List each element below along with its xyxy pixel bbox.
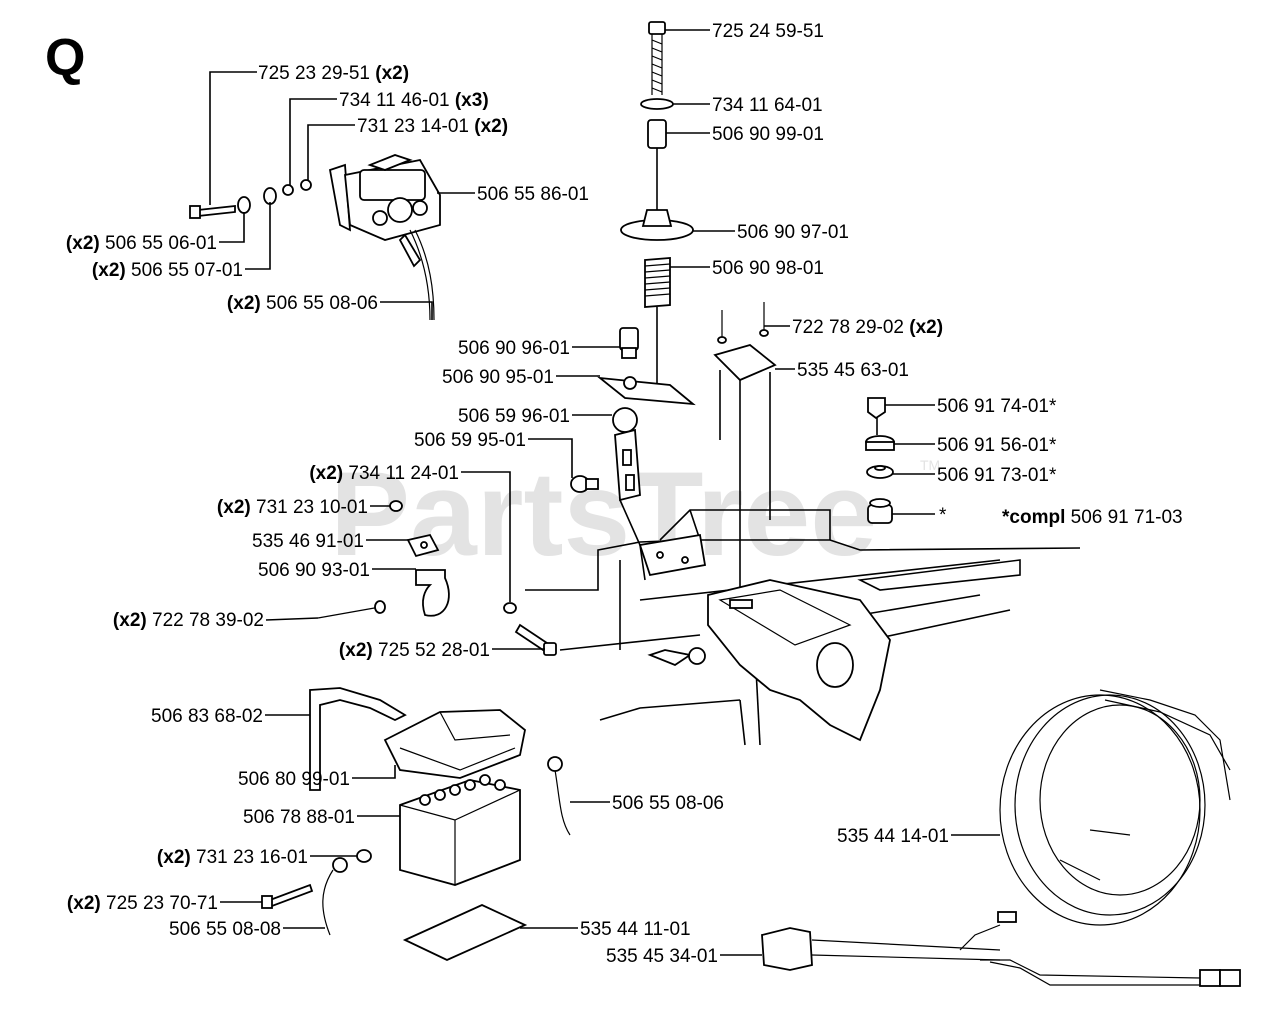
label-l21: 506 91 73-01*: [937, 465, 1057, 486]
label-l34: (x2) 731 23 16-01: [157, 847, 308, 868]
watermark-tm: TM: [920, 457, 940, 473]
label-l20: 506 91 56-01*: [937, 435, 1057, 456]
label-l13: 722 78 29-02 (x2): [792, 317, 943, 338]
bolt-725-24-59-51: [648, 21, 666, 95]
label-l05: (x2) 506 55 06-01: [66, 233, 217, 254]
label-l03: 731 23 14-01 (x2): [357, 116, 508, 137]
label-l29: (x2) 725 52 28-01: [339, 640, 490, 661]
label-l35: (x2) 725 23 70-71: [67, 893, 218, 914]
solenoid-bolt: [189, 179, 312, 219]
cable-506-55-08-08: [322, 857, 348, 936]
label-l16: 506 90 95-01: [442, 367, 554, 388]
clip-506-90-96-01: [619, 327, 639, 359]
harness-535-45-34-01: [761, 911, 1241, 987]
label-l33: 506 55 08-06: [612, 793, 724, 814]
screw-725-52-28-01: [514, 623, 557, 656]
battery-cover-506-80-99-01: [383, 709, 526, 779]
battery-506-78-88-01: [399, 774, 521, 886]
label-l38: 535 45 34-01: [606, 946, 718, 967]
label-l07: (x2) 506 55 08-06: [227, 293, 378, 314]
label-l26: 535 46 91-01: [252, 531, 364, 552]
label-l39: 535 44 14-01: [837, 826, 949, 847]
bracket-plate: [638, 533, 707, 577]
nut-731-23-16-01: [356, 849, 372, 863]
label-l06: (x2) 506 55 07-01: [92, 260, 243, 281]
label-l37: 535 44 11-01: [580, 919, 691, 940]
leader-lines: [209, 29, 1000, 956]
plate-506-90-95-01: [597, 376, 696, 406]
wire-harness-535-44-14-01: [999, 689, 1231, 926]
solenoid-assembly: [328, 154, 441, 241]
pad-535-44-11-01: [402, 904, 528, 961]
label-l31: 506 80 99-01: [238, 769, 350, 790]
label-l14: 535 45 63-01: [797, 360, 909, 381]
label-l32: 506 78 88-01: [243, 807, 355, 828]
battery-strap-506-83-68-02: [309, 687, 407, 791]
bracket-506-90-93-01: [415, 569, 450, 617]
spacer-506-90-99-01: [647, 119, 667, 149]
clamp-535-46-91-01: [406, 533, 440, 558]
bolt-725-23-70-71: [261, 883, 314, 909]
shift-lever-506-59-96-01: [612, 407, 641, 502]
label-l23: *compl 506 91 71-03: [1002, 507, 1183, 528]
cup-506-90-97-01: [620, 209, 694, 241]
label-l15: 506 90 96-01: [458, 338, 570, 359]
label-l02: 734 11 46-01 (x3): [339, 90, 489, 111]
label-l09: 734 11 64-01: [712, 95, 823, 116]
cable-506-55-08-06-battery: [547, 756, 571, 836]
label-l04: 506 55 86-01: [477, 184, 589, 205]
label-l12: 506 90 98-01: [712, 258, 824, 279]
label-l24: (x2) 734 11 24-01: [309, 463, 459, 484]
spring-506-90-98-01: [644, 257, 671, 308]
label-l36: 506 55 08-08: [169, 919, 281, 940]
label-l28: (x2) 722 78 39-02: [113, 610, 264, 631]
solenoid-cable: [398, 229, 435, 321]
label-l10: 506 90 99-01: [712, 124, 824, 145]
label-l19: 506 91 74-01*: [937, 396, 1057, 417]
watermark: PartsTree: [330, 447, 877, 581]
cover-535-45-63-01: [713, 344, 777, 382]
label-l11: 506 90 97-01: [737, 222, 849, 243]
knob-506-59-95-01: [570, 475, 599, 493]
washer-734-11-64-01: [640, 98, 674, 110]
nut-731-23-10-01: [389, 500, 403, 512]
nut-734-11-24-01: [503, 602, 517, 614]
label-l27: 506 90 93-01: [258, 560, 370, 581]
pins-722-78-29-02: [717, 302, 769, 344]
label-l22: *: [939, 505, 947, 526]
section-letter: Q: [45, 29, 85, 87]
label-l25: (x2) 731 23 10-01: [217, 497, 368, 518]
label-l30: 506 83 68-02: [151, 706, 263, 727]
ignition-switch-set: [865, 397, 895, 524]
label-l17: 506 59 96-01: [458, 406, 570, 427]
label-l18: 506 59 95-01: [414, 430, 526, 451]
label-l01: 725 23 29-51 (x2): [258, 63, 409, 84]
label-l08: 725 24 59-51: [712, 21, 824, 42]
bolt-722-78-39-02: [317, 600, 386, 619]
